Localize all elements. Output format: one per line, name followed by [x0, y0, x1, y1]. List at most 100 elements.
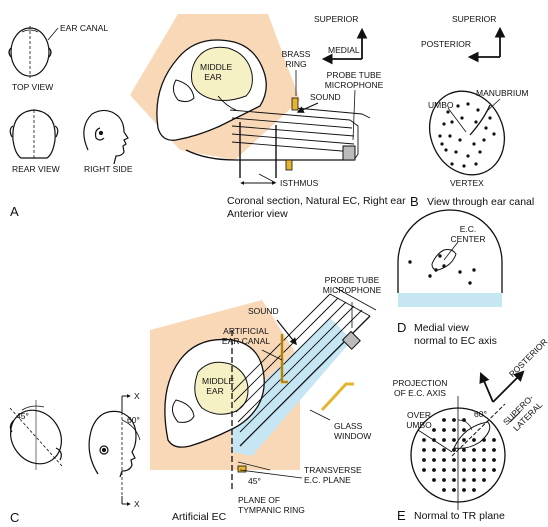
tm-dot	[460, 116, 464, 120]
tm-dot	[474, 162, 478, 166]
transverse-label-1: TRANSVERSE	[304, 465, 362, 475]
grid-dot	[472, 458, 476, 462]
glass-window-label-1: GLASS	[334, 421, 363, 431]
probe-tube-label-2: MICROPHONE	[324, 80, 384, 90]
grid-dot	[422, 458, 426, 462]
tm-dot	[476, 108, 480, 112]
grid-dot	[452, 488, 456, 492]
tm-dot	[474, 120, 478, 124]
grid-dot	[442, 418, 446, 422]
brass-ring-c	[237, 465, 247, 473]
caption-d-line-1: Medial view	[414, 322, 469, 334]
grid-dot	[482, 438, 486, 442]
sound-arrow	[296, 102, 319, 113]
grid-dot	[452, 478, 456, 482]
projection-label-1: PROJECTION	[392, 378, 448, 388]
medial-label: MEDIAL	[328, 45, 360, 55]
angle-60-e-label: 60°	[474, 409, 487, 419]
grid-dot	[482, 458, 486, 462]
probe-tube-c-label-2: MICROPHONE	[322, 285, 382, 295]
brass-ring-top	[291, 97, 299, 111]
angle-60-label: 60°	[127, 415, 140, 425]
tm-dot	[458, 138, 462, 142]
manubrium-label: MANUBRIUM	[476, 88, 529, 98]
ear-canal-label: EAR CANAL	[60, 23, 109, 33]
grid-dot	[452, 428, 456, 432]
grid-dot	[422, 438, 426, 442]
tympanic-plane-label-2: TYMPANIC RING	[238, 505, 305, 515]
x-top-label: X	[134, 391, 140, 401]
tm-dot	[466, 102, 470, 106]
grid-dot	[482, 448, 486, 452]
umbo-label: UMBO	[428, 100, 454, 110]
tm-dot	[450, 120, 454, 124]
over-umbo-label-2: UMBO	[406, 420, 432, 430]
grid-dot	[452, 458, 456, 462]
tm-dot	[484, 126, 488, 130]
sound-label: SOUND	[310, 92, 341, 102]
head-top-view	[8, 26, 52, 78]
grid-dot	[442, 448, 446, 452]
sound-arrow-c	[276, 319, 297, 346]
tm-dot	[456, 104, 460, 108]
caption-b: View through ear canal	[427, 196, 535, 208]
tm-dot	[438, 134, 442, 138]
middle-ear-label-2: EAR	[204, 72, 222, 82]
x-bottom-label: X	[134, 499, 140, 509]
top-view-label: TOP VIEW	[12, 82, 54, 92]
grid-dot	[472, 478, 476, 482]
grid-dot	[462, 448, 466, 452]
coronal-section	[130, 14, 371, 185]
tm-dot	[492, 132, 496, 136]
superior-label-a: SUPERIOR	[314, 14, 359, 24]
panel-letter-e: E	[397, 508, 406, 523]
grid-dot	[492, 458, 496, 462]
middle-ear-label-1: MIDDLE	[200, 62, 233, 72]
tm-dot	[446, 110, 450, 114]
angle-45-label: 45°	[16, 411, 29, 421]
tm-dot	[448, 134, 452, 138]
tm-dot	[462, 164, 466, 168]
panel-d-drawing	[397, 209, 503, 307]
grid-dot	[422, 468, 426, 472]
dot-grid-b	[438, 102, 496, 168]
head-side-view-c	[88, 394, 141, 506]
grid-dot	[472, 448, 476, 452]
rear-view-label: REAR VIEW	[12, 164, 60, 174]
middle-ear-c-label-1: MIDDLE	[202, 376, 235, 386]
grid-dot	[432, 448, 436, 452]
angle-45-bottom-label: 45°	[248, 476, 261, 486]
panel-b-drawing	[429, 26, 506, 176]
tm-dot	[440, 142, 444, 146]
artificial-canal-label-2: EAR CANAL	[221, 336, 271, 346]
tm-dot	[482, 138, 486, 142]
caption-a-line-2: Anterior view	[227, 208, 288, 220]
grid-dot	[432, 468, 436, 472]
dots-d	[408, 254, 476, 285]
manubrium-b	[469, 104, 491, 136]
tm-dot	[466, 154, 470, 158]
grid-dot	[442, 468, 446, 472]
caption-d-line-2: normal to EC axis	[414, 335, 497, 347]
head-top-view-c	[9, 400, 63, 470]
grid-dot	[492, 438, 496, 442]
grid-dot	[442, 438, 446, 442]
window-strip	[232, 318, 352, 456]
panel-letter-a: A	[10, 204, 19, 219]
tm-dot	[472, 142, 476, 146]
vertex-label: VERTEX	[450, 178, 484, 188]
posterior-label-b: POSTERIOR	[421, 39, 472, 49]
caption-a-line-1: Coronal section, Natural EC, Right ear	[227, 195, 406, 207]
panel-e-drawing	[410, 370, 525, 510]
panel-letter-d: D	[397, 320, 407, 335]
brass-ring-label-2: RING	[285, 59, 307, 69]
isthmus-label: ISTHMUS	[280, 178, 319, 188]
dot-grid-e	[422, 418, 496, 492]
tm-dot	[488, 116, 492, 120]
brass-ring-bottom	[285, 159, 293, 171]
grid-dot	[452, 448, 456, 452]
tm-dot	[454, 150, 458, 154]
brass-ring-label-1: BRASS	[281, 49, 311, 59]
projection-label-2: OF E.C. AXIS	[394, 388, 446, 398]
tm-dot	[442, 122, 446, 126]
